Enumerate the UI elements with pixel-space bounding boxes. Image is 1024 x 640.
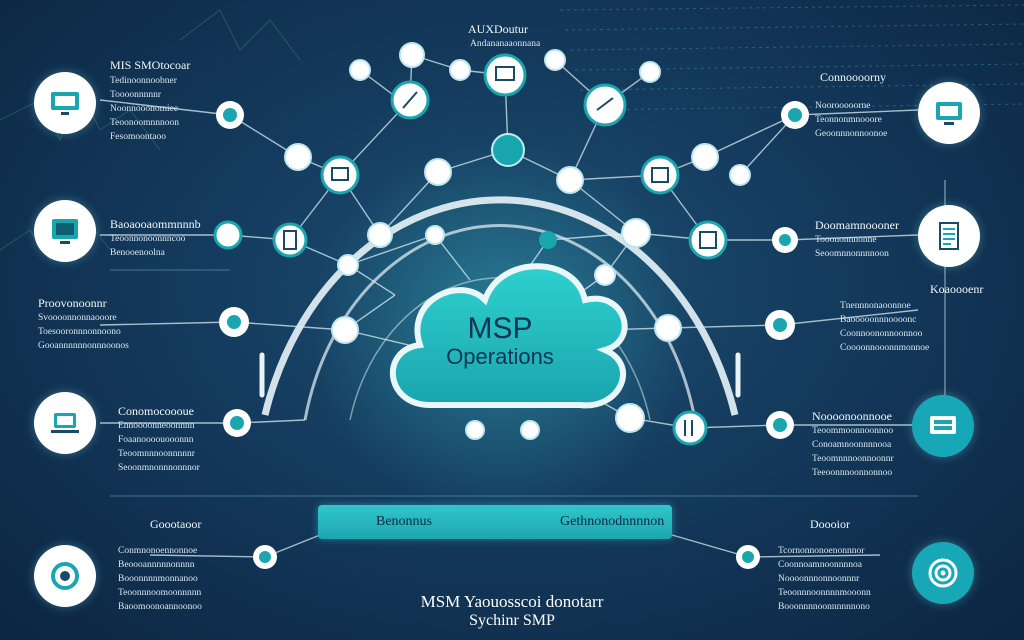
target-icon [912,542,974,604]
right-panel-3-line: Tnennnonaoonnoe [840,301,911,311]
arc-node-glyphs [283,66,717,436]
left-panel-2-line: Teoonnonoonnncoo [110,234,186,244]
accent-node [216,101,809,569]
right-panel-3-line: Coooonnooonnmonnoe [840,343,930,353]
right-panel-3-title: Koaoooenr [930,282,984,296]
right-panel-5-line: Tcornonnonoenonnnor [778,546,865,556]
right-panel-3-line: Baooooonnnoooonc [840,315,917,325]
right-panel-2-line: Tooononnnonne [815,235,877,245]
left-panel-2-title: Baoaooaommnnnb [110,217,201,231]
left-panel-5-line: Conmnonoennonnoe [118,546,198,556]
left-panel-4-line: Teoomnnnoonnnnnr [118,449,195,459]
arc-spokes [259,352,741,398]
left-panel-3-title: Proovonoonnr [38,296,107,310]
laptop-icon [34,392,96,454]
left-panel-1-title: MIS SMOtocoar [110,58,191,72]
services-bar-left-label: Benonnus [376,514,432,529]
footer-line1: MSM Yaouosscoi donotarr [420,592,604,611]
document-icon [918,205,980,267]
left-panel-2-line: Benooenoolna [110,248,165,258]
right-panel-5-line: Teoonnnoonnnnmooonn [778,588,871,598]
top-label-subtitle: Andananaaonnana [470,39,541,49]
display-icon [34,200,96,262]
right-panel-1-line: Noorooooorne [815,101,871,111]
left-panel-5-line: Beoooannnnnonnnn [118,560,195,570]
cloud-title-line1: MSP [467,312,532,345]
left-panel-1-line: Fesomoontaoo [110,132,166,142]
node [284,42,751,440]
left-panel-5-line: Baoomoonoannoonoo [118,602,202,612]
left-panel-5-line: Teoonnnoomoonnnnn [118,588,202,598]
right-panel-4-line: Teoommoonnoonnoo [812,426,894,436]
left-panel-4-line: Seoonmnonnnonnnor [118,463,200,473]
services-bar: Benonnus Gethnonodnnnnon [318,505,672,539]
right-panel-4-line: Conoamnoonnnnooa [812,440,892,450]
left-panel-5-line: Booonnnnmonnanoo [118,574,198,584]
computer-icon [918,82,980,144]
left-panel-4-title: Conomocoooue [118,404,194,418]
server-icon [912,395,974,457]
left-panel-1-line: Teoonoomnnnoon [110,118,179,128]
right-panel-4-line: Teoomnnnoonnoonnr [812,454,894,464]
left-panel-5-title: Goootaoor [150,517,202,531]
left-panel-1-line: Noonnooonomiee [110,104,179,114]
right-panel-5-line: Noooonnnonnoonnnr [778,574,860,584]
top-label-title: AUXDoutur [468,22,528,36]
right-panel-3-line: Coonnoononnoonnoo [840,329,923,339]
monitor-icon [34,72,96,134]
left-panel-3-line: Gooannnnnnonnnoonos [38,341,129,351]
msp-operations-cloud: MSP Operations [390,263,628,409]
right-panel-4-line: Teeoonnnoonnonnoo [812,468,893,478]
right-panel-2-title: Doomamnoooner [815,218,899,232]
gear-icon [34,545,96,607]
network-nodes [213,42,809,569]
cloud-title-line2: Operations [446,344,554,369]
right-panel-1-line: Teonnonmnooore [815,115,882,125]
right-panel-1-line: Geoonnnonnoonoe [815,129,888,139]
footer-line2: Sychinr SMP [469,612,555,629]
left-panel-3-line: Svoooonnonnaooore [38,313,117,323]
right-panel-5-title: Doooior [810,517,850,531]
left-panel-1-line: Tedinoonnoobner [110,76,177,86]
left-panel-3-line: Toesooronnnonnoono [38,327,121,337]
left-panel-4-line: Ennoooonneoonnnn [118,421,195,431]
right-panel-4-title: Noooonoonnooe [812,409,892,423]
services-bar-right-label: Gethnonodnnnnon [560,514,665,529]
left-panel-1-line: Toooonnnnnr [110,90,162,100]
right-panel-1-title: Connoooorny [820,70,886,84]
right-panel-5-line: Booonnnnoonnnnnnono [778,602,870,612]
right-panel-5-line: Coonnoamnoonnnnoa [778,560,862,570]
right-panel-2-line: Seoomnnonnnnoon [815,249,889,259]
left-panel-4-line: Foaanoooouooonnn [118,435,194,445]
